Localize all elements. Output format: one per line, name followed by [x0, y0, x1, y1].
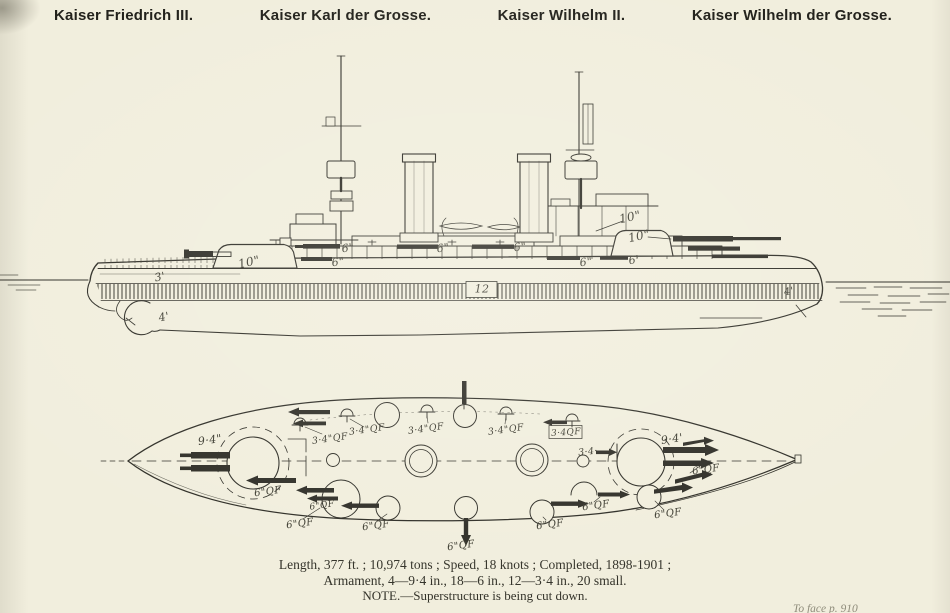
ship-name: Kaiser Wilhelm der Grosse.: [691, 7, 892, 24]
caption-line: Armament, 4—9·4 in., 18—6 in., 12—3·4 in…: [323, 572, 627, 588]
boat-derrick-post: [462, 381, 467, 404]
foremast: [321, 55, 362, 245]
forward-main-turret: [184, 243, 298, 269]
casemate-guns: [295, 244, 768, 261]
caption-note-line: NOTE.—Superstructure is being cut down.: [362, 588, 588, 604]
ships-boats: [435, 217, 525, 237]
caption-line: Length, 377 ft. ; 10,974 tons ; Speed, 1…: [278, 557, 672, 572]
mainmast: [564, 71, 598, 237]
ship-name: Kaiser Wilhelm II.: [497, 7, 626, 24]
plan-forward-turret: [180, 426, 307, 500]
gun-training-arrows: [246, 407, 714, 546]
boxed-label-border: [548, 425, 583, 439]
mast-circle: [326, 453, 340, 467]
funnel-2: [514, 153, 554, 243]
plan-after-turret: [607, 428, 719, 496]
after-bridge: [545, 193, 659, 237]
forward-bridge: [269, 213, 359, 247]
deck-plan-drawing: [100, 381, 802, 546]
ship-names-header: Kaiser Friedrich III. Kaiser Karl der Gr…: [0, 7, 950, 24]
funnel-1: [399, 153, 439, 243]
ship-name: Kaiser Friedrich III.: [54, 7, 194, 24]
plate-page-reference: To face p. 910: [793, 603, 858, 613]
mast-circle: [576, 454, 590, 468]
plate-caption: Length, 377 ft. ; 10,974 tons ; Speed, 1…: [0, 557, 950, 603]
belt-thickness-label-box: [465, 281, 498, 298]
ship-name: Kaiser Karl der Grosse.: [259, 7, 432, 24]
side-elevation-drawing: [0, 55, 950, 337]
